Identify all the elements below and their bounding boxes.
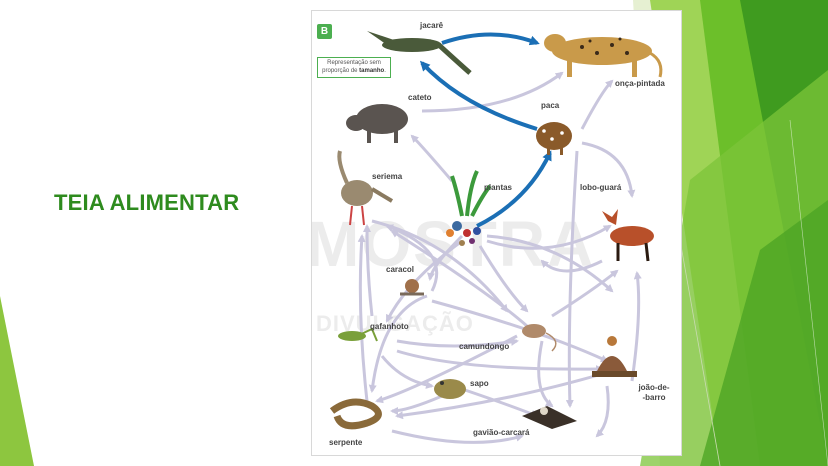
label-onca-pintada: onça-pintada [615, 79, 665, 88]
camundongo-image [522, 324, 557, 352]
label-joao-de-barro-text: joão-de- -barro [638, 383, 670, 402]
slide-title: TEIA ALIMENTAR [54, 190, 240, 215]
arrow-plantas-camundongo [478, 245, 529, 313]
arrow-caracol-joao [431, 299, 609, 363]
label-paca: paca [541, 101, 560, 110]
arrow-paca-gaviao [565, 150, 579, 408]
label-joao-de-barro: joão-de- -barro [636, 383, 672, 403]
arrow-joao-serpente [395, 369, 613, 420]
arrow-plantas-joao [486, 234, 614, 293]
food-web-arrows [357, 71, 642, 444]
arrow-plantas-paca [476, 150, 552, 228]
arrow-serpente-seriema [357, 234, 369, 402]
label-jacare: jacarê [420, 21, 444, 30]
label-plantas: plantas [484, 183, 513, 192]
seriema-image [337, 150, 394, 226]
label-camundongo: camundongo [459, 342, 510, 351]
highlighted-arrows [419, 32, 552, 228]
label-gafanhoto: gafanhoto [370, 322, 409, 331]
sapo-image [434, 379, 466, 399]
label-seriema: seriema [372, 172, 403, 181]
food-web-figure: MOSTRA DIVULGAÇÃO [311, 10, 682, 456]
joao-de-barro-image [592, 336, 637, 377]
label-gaviao-carcara: gavião-carcará [473, 428, 530, 437]
arrow-gafanhoto-sapo [380, 355, 434, 389]
arrow-joao-lobo [630, 271, 642, 382]
arrow-paca-jacare [419, 60, 538, 131]
arrow-jacare-onca [441, 32, 540, 46]
arrow-plantas-cateto [410, 134, 454, 182]
onca-image [544, 34, 663, 78]
figure-badge: B [317, 24, 332, 39]
arrow-plantas-lobo [486, 224, 612, 250]
paca-image [536, 122, 572, 155]
caracol-image [400, 279, 424, 296]
arrow-serpente-gaviao [391, 429, 524, 444]
scale-note-emphasis: tamanho [359, 68, 385, 74]
label-cateto: cateto [408, 93, 432, 102]
arrow-camundongo-serpente [375, 334, 518, 404]
serpente-image [329, 398, 382, 430]
label-caracol: caracol [386, 265, 415, 274]
label-serpente: serpente [329, 438, 363, 447]
gafanhoto-image [338, 327, 378, 342]
label-lobo-guara: lobo-guará [580, 183, 622, 192]
food-web-diagram [329, 31, 663, 444]
gaviao-image [522, 406, 577, 429]
arrow-camundongo-lobo [551, 269, 619, 318]
lobo-guara-image [602, 209, 654, 262]
cateto-image [346, 104, 408, 143]
arrow-paca-lobo [581, 141, 636, 198]
plantas-image [446, 170, 492, 246]
arrow-gafanhoto-joao [396, 349, 604, 374]
label-sapo: sapo [470, 379, 489, 388]
arrow-gafanhoto-seriema [363, 224, 374, 317]
arrow-cateto-onca [421, 71, 564, 113]
scale-note: Representação sem proporção de tamanho. [317, 57, 391, 78]
arrow-paca-onca [580, 79, 614, 130]
jacare-image [367, 31, 472, 75]
arrow-camundongo-gaviao [537, 340, 554, 408]
arrow-lobo-extra [540, 259, 603, 273]
arrow-caracol-serpente [368, 294, 428, 393]
arrow-seriema-camundongo [371, 219, 509, 313]
arrow-sapo-serpente [390, 394, 443, 415]
arrow-joao-gaviao [595, 385, 610, 438]
arrow-camundongo-seriema [390, 229, 528, 328]
